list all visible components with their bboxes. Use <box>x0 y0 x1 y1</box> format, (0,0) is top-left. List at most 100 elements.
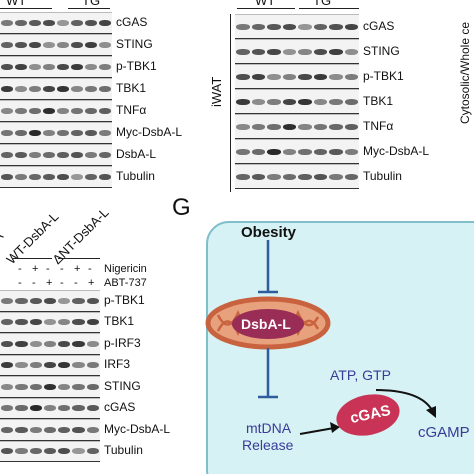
blot-band <box>29 152 41 158</box>
blot-strip <box>0 12 112 34</box>
blot-band <box>58 319 71 326</box>
blot-row-label: TBK1 <box>104 314 135 329</box>
blot-band <box>1 340 14 347</box>
blot-band <box>86 297 99 304</box>
blot-band <box>329 123 343 130</box>
blot-band <box>29 64 41 70</box>
blot-band <box>57 42 69 48</box>
blot-band <box>251 123 265 130</box>
blot-band <box>1 426 14 433</box>
blot-band <box>57 108 69 114</box>
blot-strip <box>235 139 359 164</box>
blot-strip <box>235 14 359 39</box>
blot-band <box>29 405 42 412</box>
blot-row-label: cGAS <box>104 400 136 415</box>
blot-band <box>99 174 111 180</box>
blot-band <box>1 362 14 369</box>
blot-row-label: Tubulin <box>104 443 143 458</box>
treatment-sign: - <box>18 277 22 289</box>
blot-band <box>15 42 27 48</box>
label-obesity: Obesity <box>241 224 297 241</box>
blot-band <box>15 86 27 92</box>
blot-band <box>43 448 57 455</box>
blot-strip <box>0 166 112 188</box>
group-label-wt: WT <box>6 0 27 8</box>
blot-band <box>1 319 14 326</box>
blot-row-label: p-TBK1 <box>104 292 145 307</box>
blot-row-label: p-TBK1 <box>116 59 157 73</box>
blot-strip <box>235 64 359 89</box>
blot-band <box>57 20 69 26</box>
blot-band <box>1 405 14 412</box>
blot-strip <box>0 100 112 122</box>
blot-band <box>329 73 343 80</box>
blot-band <box>29 297 42 304</box>
blot-band <box>43 42 55 48</box>
blot-band <box>267 123 281 130</box>
treatment-sign: - <box>18 263 22 275</box>
blot-band <box>29 86 41 92</box>
blot-band <box>58 448 71 455</box>
blot-band <box>85 42 97 48</box>
group-line-wt-dsba <box>12 258 52 259</box>
blot-band <box>344 48 358 55</box>
blot-strip <box>235 39 359 64</box>
blot-band <box>85 64 97 70</box>
blot-band <box>71 174 83 180</box>
label-cgamp: cGAMP <box>418 424 470 441</box>
blot-band <box>71 152 83 158</box>
blot-band <box>57 174 69 180</box>
blot-band <box>43 297 57 304</box>
group-line-tg <box>68 8 110 9</box>
blot-band <box>57 64 69 70</box>
blot-band <box>298 148 312 155</box>
blot-strip <box>0 376 100 398</box>
treatment-sign: - <box>32 277 36 289</box>
blot-band <box>86 319 99 326</box>
cgas-oval <box>336 394 400 436</box>
blot-row-label: TNFα <box>116 103 147 117</box>
blot-band <box>282 173 296 180</box>
blot-band <box>86 426 99 433</box>
blot-band <box>1 297 14 304</box>
blot-band <box>99 42 111 48</box>
blot-band <box>1 383 14 390</box>
blot-band <box>15 174 27 180</box>
blot-band <box>72 319 85 326</box>
blot-band <box>313 98 327 105</box>
blot-strip <box>0 122 112 144</box>
blot-band <box>43 362 57 369</box>
blot-band <box>57 86 69 92</box>
blot-band <box>267 23 281 30</box>
blot-band <box>43 108 55 114</box>
dsba-l-oval <box>232 309 304 339</box>
blot-band <box>72 340 85 347</box>
blot-strip <box>0 397 100 419</box>
blot-strip <box>235 89 359 114</box>
group-line-wt <box>0 8 52 9</box>
blot-band <box>251 48 265 55</box>
blot-band <box>267 98 281 105</box>
blot-strip <box>0 78 112 100</box>
blot-band <box>99 64 111 70</box>
blot-strip <box>0 333 100 355</box>
group-line-tg <box>299 8 359 9</box>
blot-band <box>43 174 55 180</box>
blot-band <box>298 23 312 30</box>
blot-row-label: p-TBK1 <box>363 68 404 83</box>
blot-band <box>99 86 111 92</box>
label-release: Release <box>242 437 294 453</box>
blot-band <box>15 448 28 455</box>
blot-band <box>267 48 281 55</box>
blot-band <box>15 362 28 369</box>
blot-strip <box>0 440 100 462</box>
blot-band <box>72 405 85 412</box>
blot-band <box>282 148 296 155</box>
blot-band <box>43 86 55 92</box>
treatment-sign: - <box>88 263 92 275</box>
blot-band <box>344 123 358 130</box>
blot-row-label: p-IRF3 <box>104 335 141 350</box>
blot-band <box>71 108 83 114</box>
blot-band <box>43 319 57 326</box>
